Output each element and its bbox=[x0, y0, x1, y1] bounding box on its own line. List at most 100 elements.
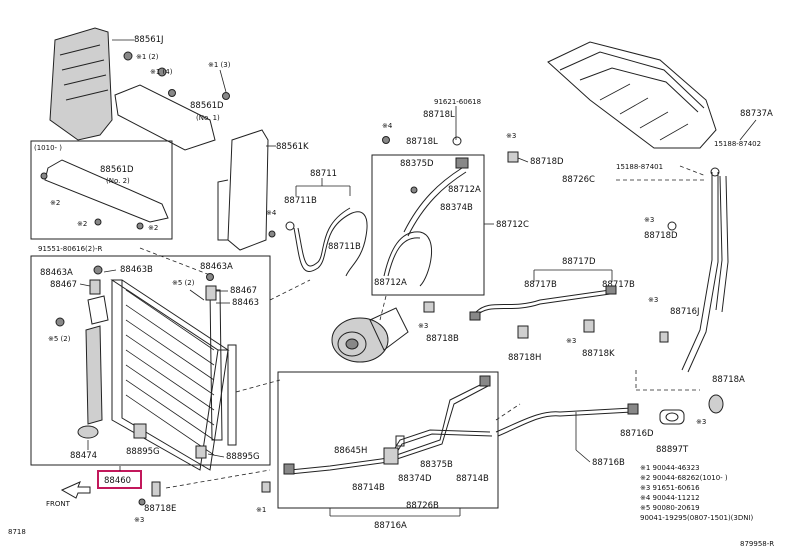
label-s2c: ※2 bbox=[148, 224, 158, 232]
compressor bbox=[331, 307, 409, 363]
clamp-icon bbox=[151, 481, 161, 497]
label-s3-718d: ※3 bbox=[506, 132, 516, 140]
mount-icon bbox=[133, 423, 147, 439]
label-88897T: 88897T bbox=[656, 445, 689, 455]
bracket-88561D-no1 bbox=[114, 84, 216, 151]
label-88714B-b: 88714B bbox=[456, 474, 489, 484]
label-s1-3: ※1 (3) bbox=[208, 61, 231, 69]
label-88561K: 88561K bbox=[276, 142, 309, 152]
label-s2b: ※2 bbox=[77, 220, 87, 228]
label-15188-87401: 15188-87401 bbox=[616, 163, 663, 171]
label-s5-2a: ※5 (2) bbox=[48, 335, 71, 343]
label-88718L-b: 88718L bbox=[406, 137, 438, 147]
label-88718K: 88718K bbox=[582, 349, 615, 359]
footer-right: 879958-R bbox=[740, 540, 774, 548]
label-88561D-note: (No. 1) bbox=[196, 114, 220, 122]
label-88716B: 88716B bbox=[592, 458, 625, 468]
label-88374B: 88374B bbox=[440, 203, 473, 213]
pipe-88716B bbox=[495, 407, 633, 437]
label-88712A-b: 88712A bbox=[374, 278, 407, 288]
label-88718L: 88718L bbox=[423, 110, 455, 120]
label-s1-4: ※1 (4) bbox=[150, 68, 173, 76]
pipe-88726C bbox=[681, 172, 719, 373]
bracket-88561D-no2 bbox=[44, 159, 169, 223]
label-88726C: 88726C bbox=[562, 175, 595, 185]
label-88718E: 88718E bbox=[144, 504, 176, 514]
label-88718D-2: 88718D bbox=[644, 231, 678, 241]
label-15188-87402: 15188-87402 bbox=[714, 140, 761, 148]
label-88726B: 88726B bbox=[406, 501, 439, 511]
front-label: FRONT bbox=[46, 500, 71, 508]
pipe-88717 bbox=[475, 289, 611, 317]
label-s3-front: ※3 bbox=[134, 516, 144, 524]
label-88561J: 88561J bbox=[134, 35, 164, 45]
label-88463B: 88463B bbox=[120, 265, 153, 275]
label-88711: 88711 bbox=[310, 169, 337, 179]
label-88561D: 88561D bbox=[190, 101, 224, 111]
label-88561D-2-note: (No. 2) bbox=[106, 177, 130, 185]
label-s5-2b: ※5 (2) bbox=[172, 279, 195, 287]
label-88718B: 88718B bbox=[426, 334, 459, 344]
bracket-icon bbox=[89, 279, 101, 295]
label-88474: 88474 bbox=[70, 451, 97, 461]
condenser-box bbox=[30, 255, 271, 466]
bolt-ref: 91551-80616(2)-R bbox=[38, 245, 103, 253]
label-88645H: 88645H bbox=[334, 446, 367, 456]
legend-row: ※3 91651-60616 bbox=[640, 484, 700, 492]
label-91621: 91621-60618 bbox=[434, 98, 481, 106]
label-88711B-a: 88711B bbox=[284, 196, 317, 206]
seal-88474 bbox=[85, 325, 103, 425]
legend-row: ※5 90080-20619 bbox=[640, 504, 700, 512]
label-88712A-a: 88712A bbox=[448, 185, 481, 195]
label-88561D-2: 88561D bbox=[100, 165, 134, 175]
label-88463: 88463 bbox=[232, 298, 259, 308]
label-88711B-b: 88711B bbox=[328, 242, 361, 252]
pipe-88716A bbox=[289, 381, 489, 475]
label-s3-718a: ※3 bbox=[696, 418, 706, 426]
seal-88561K bbox=[227, 129, 269, 251]
footer-left: 8718 bbox=[8, 528, 26, 536]
hose-88712C bbox=[383, 231, 433, 287]
label-88717D: 88717D bbox=[562, 257, 596, 267]
evaporator-unit bbox=[547, 41, 717, 149]
front-arrow-icon bbox=[60, 481, 91, 499]
label-88375B: 88375B bbox=[420, 460, 453, 470]
label-88716J: 88716J bbox=[670, 307, 700, 317]
highlight-88460 bbox=[97, 470, 142, 489]
label-88718H: 88718H bbox=[508, 353, 541, 363]
label-88714B-a: 88714B bbox=[352, 483, 385, 493]
label-88463A-b: 88463A bbox=[200, 262, 233, 272]
clip-icon bbox=[507, 151, 519, 163]
label-88460: 88460 bbox=[104, 476, 131, 486]
label-88895G: 88895G bbox=[126, 447, 160, 457]
label-88463A-a: 88463A bbox=[40, 268, 73, 278]
label-s1-bottom: ※1 bbox=[256, 506, 266, 514]
label-s3-716j: ※3 bbox=[648, 296, 658, 304]
label-88895G-b: 88895G bbox=[226, 452, 260, 462]
label-88717B-b: 88717B bbox=[602, 280, 635, 290]
label-s3-718k: ※3 bbox=[566, 337, 576, 345]
legend-row: ※1 90044-46323 bbox=[640, 464, 700, 472]
label-s3-718d2: ※3 bbox=[644, 216, 654, 224]
label-88718D: 88718D bbox=[530, 157, 564, 167]
label-88467-b: 88467 bbox=[230, 286, 257, 296]
legend-row: 90041-19295(0807-1501)(3DNI) bbox=[640, 514, 754, 522]
label-88375D: 88375D bbox=[400, 159, 434, 169]
label-88716A: 88716A bbox=[374, 521, 407, 531]
label-88718A: 88718A bbox=[712, 375, 745, 385]
label-s4-711: ※4 bbox=[266, 209, 277, 217]
label-88737A: 88737A bbox=[740, 109, 773, 119]
legend-row: ※4 90044-11212 bbox=[640, 494, 700, 502]
label-s4-375: ※4 bbox=[382, 122, 393, 130]
label-88717B-a: 88717B bbox=[524, 280, 557, 290]
label-88467-a: 88467 bbox=[50, 280, 77, 290]
label-s1-2: ※1 (2) bbox=[136, 53, 159, 61]
inset-box-88561D-no2 bbox=[30, 140, 173, 240]
gasket-88897T bbox=[659, 409, 685, 425]
year-range: (1010- ) bbox=[34, 144, 62, 152]
hose-88711 bbox=[293, 211, 368, 277]
label-s3-718b: ※3 bbox=[418, 322, 428, 330]
screw-legend: ※1 90044-46323 ※2 90044-68262(1010- ) ※3… bbox=[640, 464, 754, 522]
